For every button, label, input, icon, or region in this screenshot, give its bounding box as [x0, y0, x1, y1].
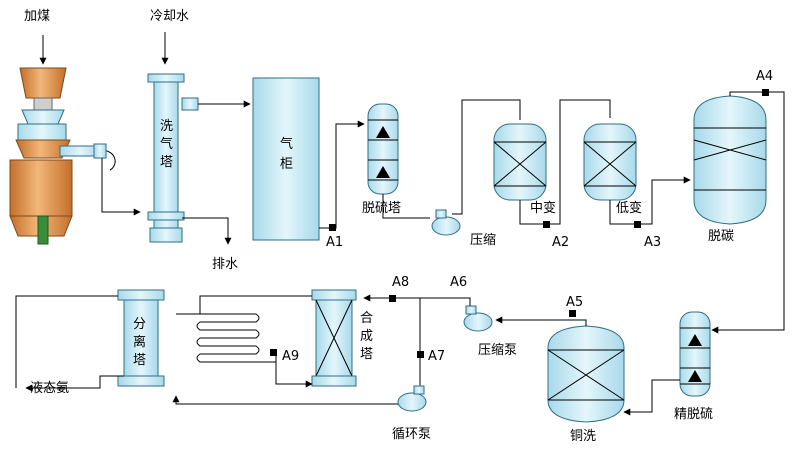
pipe-separator-outlet: [25, 375, 124, 392]
tag-a6: A6: [450, 275, 467, 290]
label-decarbonization: 脱碳: [708, 229, 734, 244]
tag-a3: A3: [644, 235, 661, 250]
pipe-copper-to-pump: [495, 316, 587, 326]
desulfurization-tower: [367, 103, 399, 195]
label-synthesis-tower-3: 塔: [360, 347, 373, 362]
washing-tower: [147, 32, 199, 243]
tag-a4: A4: [756, 69, 773, 84]
sample-point-a9: [270, 349, 277, 356]
sample-point-a3: [634, 221, 641, 228]
pipe-low-to-decarb: [609, 176, 691, 225]
medium-shift-vessel: [493, 123, 547, 201]
fine-desulfurization-tower: [679, 311, 711, 397]
sample-point-a5: [569, 310, 576, 317]
decarbonization-vessel: [693, 95, 767, 225]
sample-point-a8: [389, 295, 396, 302]
copper-wash-vessel: [547, 325, 625, 423]
gasifier: [9, 35, 101, 245]
sample-point-a1: [329, 224, 336, 231]
pipe-down-to-washer: [101, 158, 141, 216]
label-gas-holder-1: 气: [280, 136, 293, 152]
pipe-synthesis-to-separator: [199, 295, 312, 314]
sample-point-a2: [543, 221, 550, 228]
label-compress: 压缩: [470, 232, 496, 248]
label-compression-pump: 压缩泵: [478, 342, 517, 358]
circulation-pump: [397, 385, 427, 412]
label-washing-tower-2: 气: [160, 136, 173, 152]
pipe-separator-recycle: [15, 295, 118, 388]
label-copper-wash: 铜洗: [570, 429, 596, 444]
separation-tower: [117, 289, 165, 387]
tag-a7: A7: [428, 349, 445, 364]
label-fine-desulfurization: 精脱硫: [674, 407, 713, 422]
gas-holder: [252, 77, 320, 241]
pipe-gasholder-to-desulf: [319, 120, 365, 229]
label-separation-tower-3: 塔: [133, 353, 146, 368]
label-circulation-pump: 循环泵: [392, 427, 431, 442]
label-washing-tower-3: 塔: [160, 155, 173, 170]
label-separation-tower-2: 离: [133, 334, 146, 350]
pipe-circ-pump-to-separator: [172, 395, 398, 405]
compression-pump: [463, 305, 493, 332]
label-separation-tower-1: 分: [133, 317, 146, 332]
tag-a9: A9: [282, 349, 299, 364]
pipe-decarb-top: [711, 91, 785, 334]
low-shift-vessel: [583, 123, 637, 201]
label-add-coal: 加煤: [24, 9, 50, 24]
label-washing-tower-1: 洗: [160, 119, 173, 134]
label-cooling-water: 冷却水: [150, 9, 189, 24]
pipe-medium-to-low: [519, 99, 611, 225]
label-medium-shift: 中变: [530, 200, 556, 216]
label-drain-water: 排水: [212, 257, 238, 272]
tag-a2: A2: [552, 235, 569, 250]
label-gas-holder-2: 柜: [280, 157, 293, 172]
pipe-compressor-to-medium-shift: [452, 99, 521, 215]
label-liquid-ammonia: 液态氨: [30, 381, 69, 396]
pipe-drain: [182, 217, 232, 245]
pipe-desulf-to-compressor: [382, 194, 430, 219]
cooling-coil: [176, 313, 277, 363]
pipe-pump-to-synthesis: [363, 294, 471, 306]
pipe-fine-desulf-to-copper: [623, 379, 680, 416]
label-low-shift: 低变: [616, 200, 642, 216]
label-desulfurization-tower: 脱硫塔: [362, 201, 401, 216]
compressor: [431, 209, 461, 236]
sample-point-a4: [762, 89, 769, 96]
pipe-loop-to-synthesis: [275, 352, 313, 388]
label-synthesis-tower-2: 成: [360, 329, 373, 344]
tag-a1: A1: [326, 235, 343, 250]
tag-a5: A5: [566, 295, 583, 310]
sample-point-a7: [417, 351, 424, 358]
label-synthesis-tower-1: 合: [360, 311, 373, 326]
synthesis-tower: [311, 289, 357, 387]
tag-a8: A8: [392, 275, 409, 290]
